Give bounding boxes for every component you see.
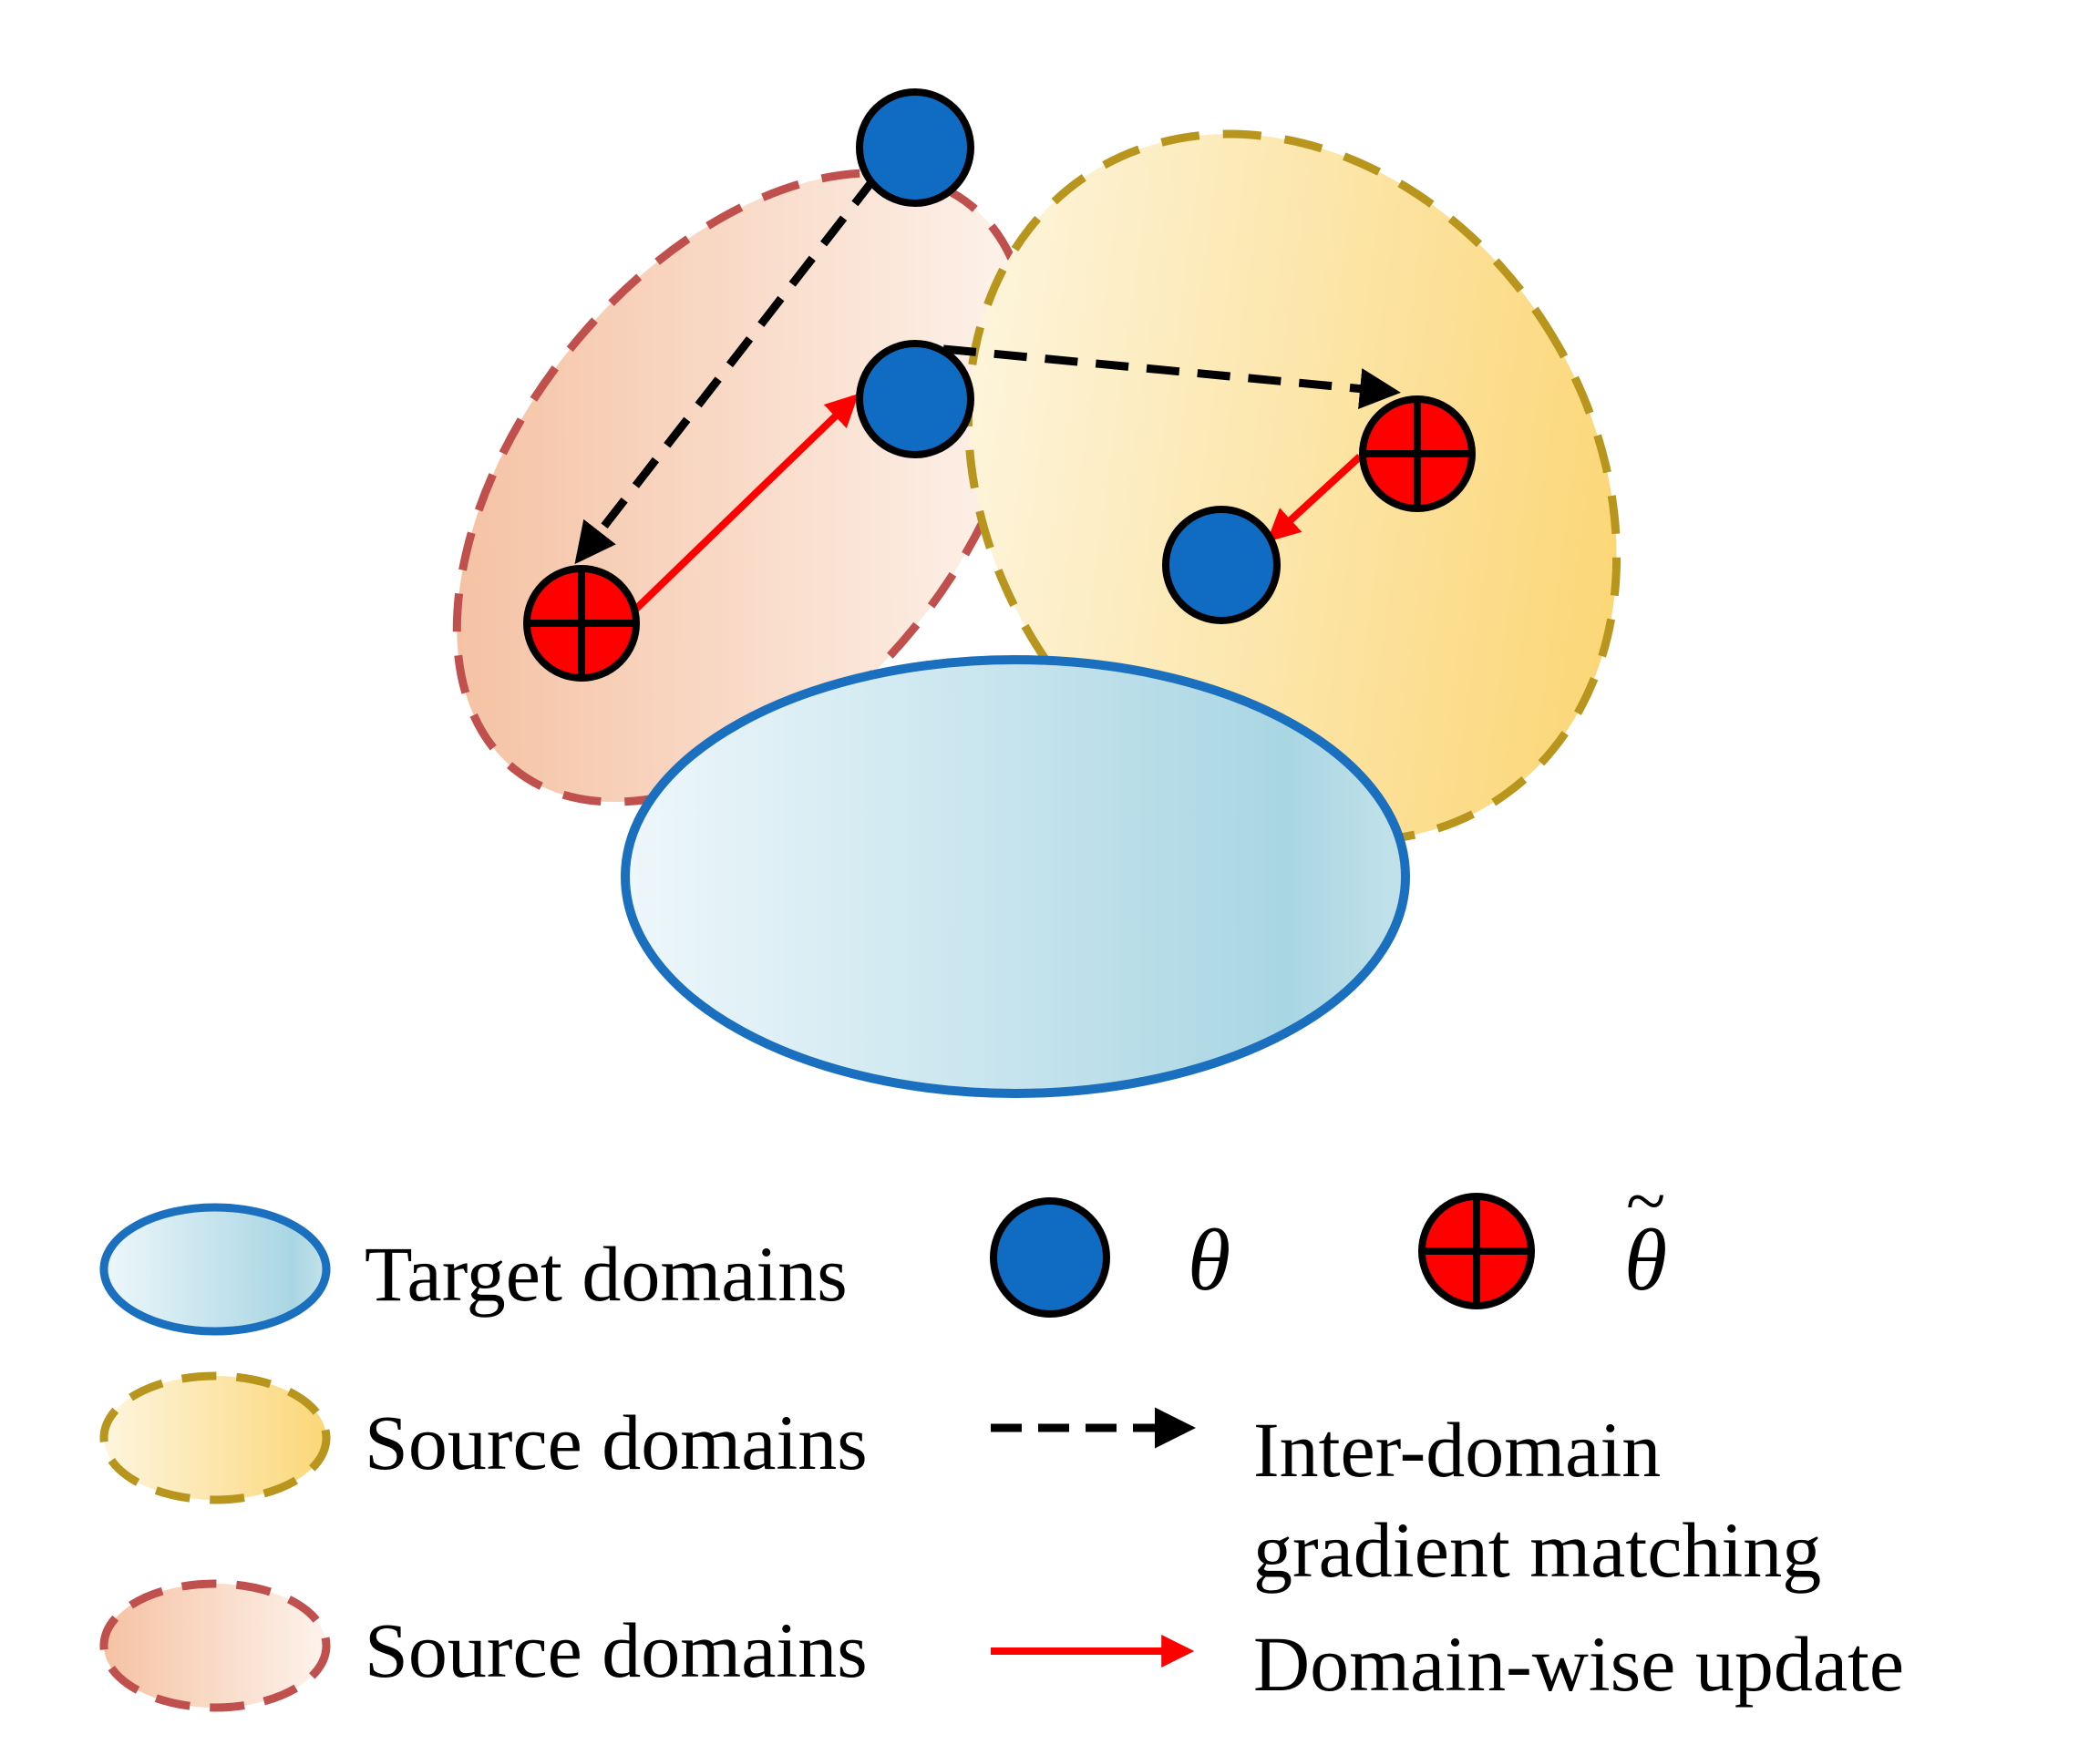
- theta-node-middle: [856, 340, 974, 458]
- legend-tilde-mark: ~: [1626, 1162, 1665, 1242]
- legend-target-swatch: [99, 1203, 331, 1336]
- inter-domain-arrow-right: [942, 344, 1401, 409]
- legend-theta-tilde-swatch: [1418, 1193, 1535, 1309]
- domain-wise-arrow-left: [631, 393, 860, 614]
- legend-inter-domain-line2: gradient matching: [1253, 1506, 1821, 1594]
- domain-wise-arrow-right: [1266, 454, 1363, 542]
- legend-target-label: Target domains: [365, 1230, 848, 1318]
- source-domain-yellow-region: [963, 129, 1621, 846]
- theta-node-top: [856, 88, 974, 207]
- legend-theta-symbol: θ: [1188, 1211, 1230, 1309]
- legend-inter-domain-line1: Inter-domain: [1253, 1406, 1661, 1493]
- legend-theta-swatch: [990, 1197, 1110, 1318]
- legend-theta-tilde-symbol: θ: [1624, 1211, 1667, 1309]
- inter-domain-arrow-left: [574, 175, 879, 565]
- legend-domain-wise-label: Domain-wise update: [1253, 1620, 1904, 1708]
- legend-source-yellow-label: Source domains: [365, 1399, 868, 1486]
- theta-tilde-node-left: [523, 565, 640, 682]
- legend-source-red-swatch: [99, 1579, 331, 1712]
- theta-node-right: [1162, 506, 1281, 624]
- theta-tilde-node-right: [1359, 395, 1476, 512]
- target-domain-region: [621, 655, 1410, 1098]
- legend-source-red-label: Source domains: [365, 1606, 868, 1694]
- legend-source-yellow-swatch: [99, 1371, 331, 1504]
